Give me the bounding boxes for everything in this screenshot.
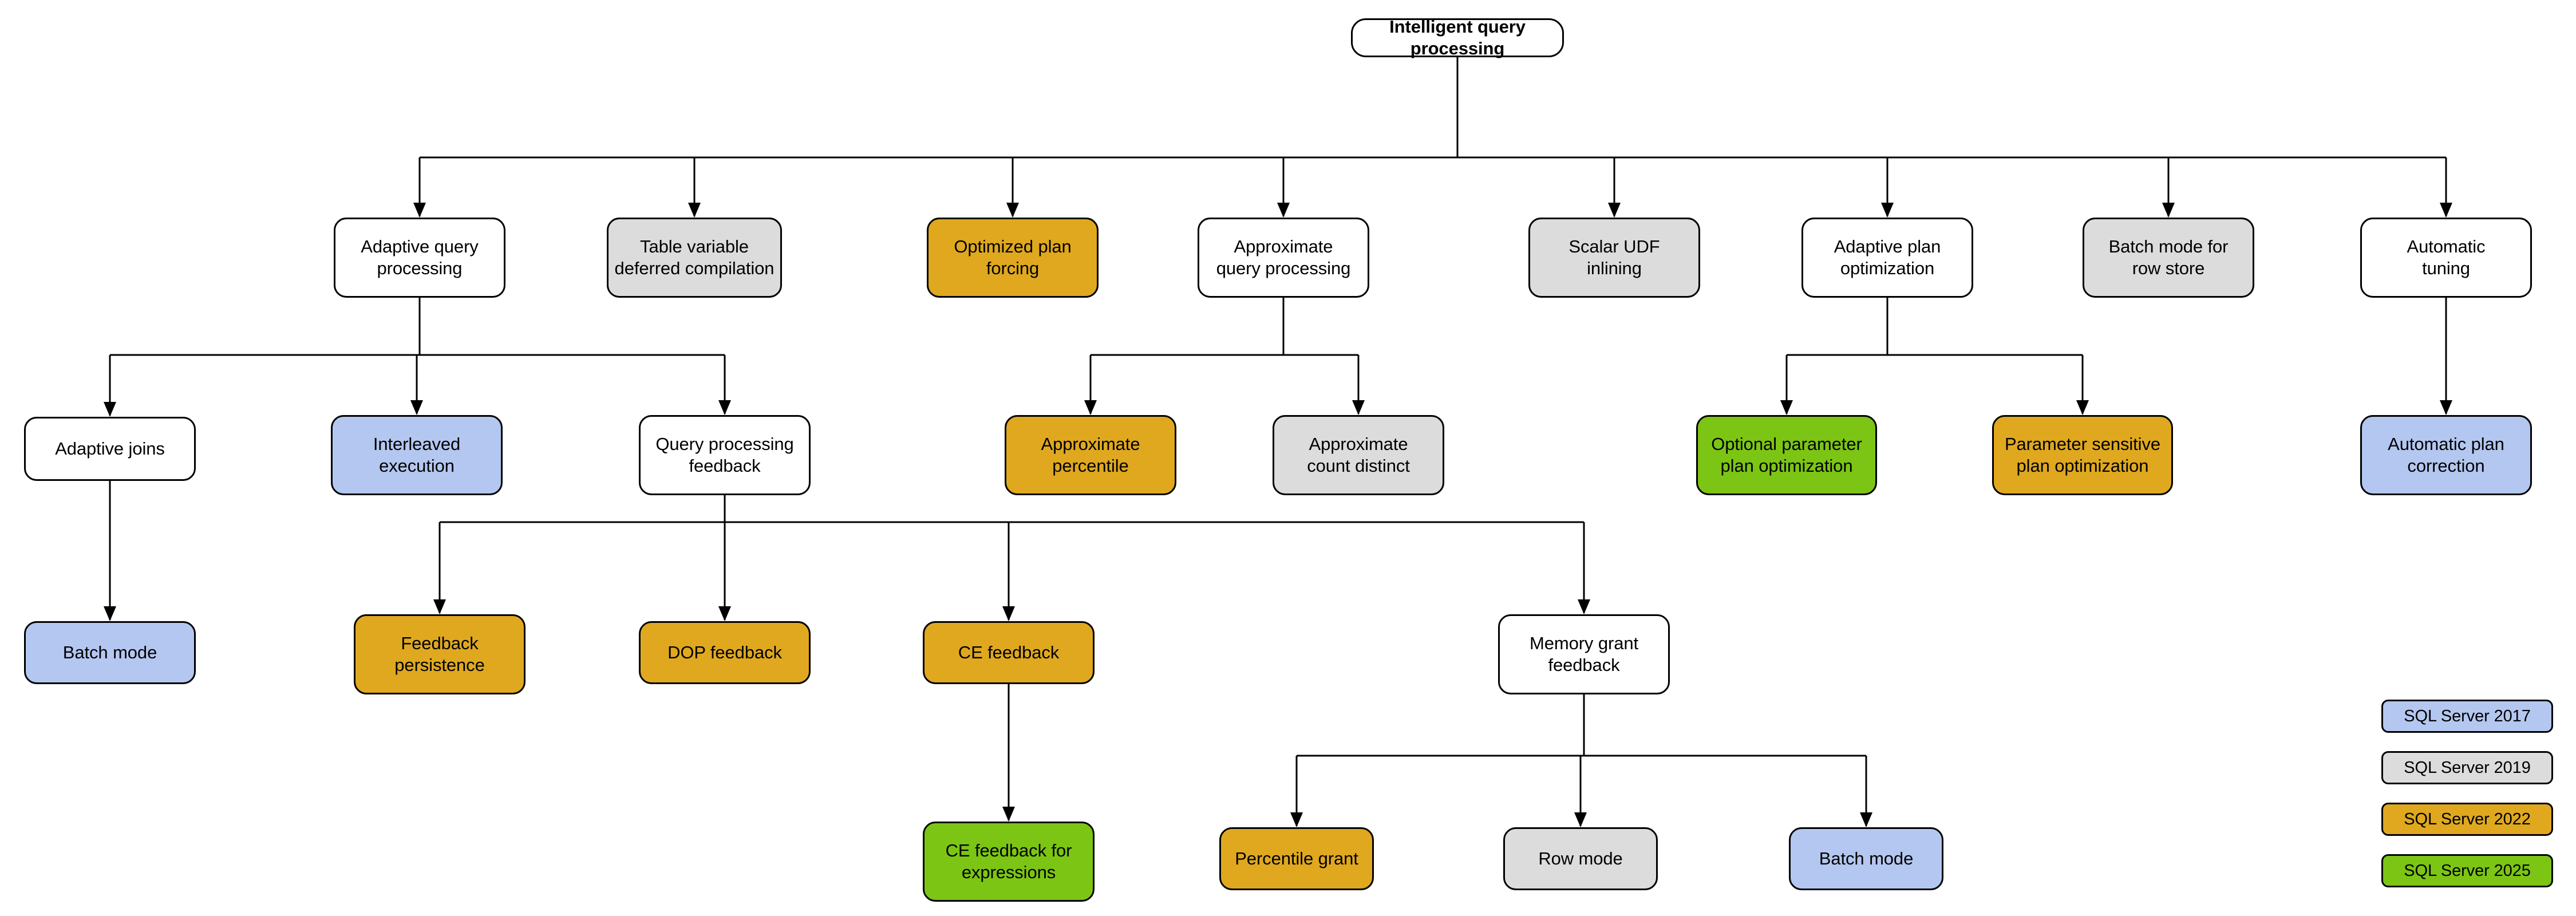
arrowhead-aqp (413, 203, 426, 218)
node-batchmode2[interactable]: Batch mode (1789, 827, 1943, 890)
node-pspo[interactable]: Parameter sensitive plan optimization (1992, 415, 2173, 495)
node-oppo[interactable]: Optional parameter plan optimization (1696, 415, 1877, 495)
node-pctgrant[interactable]: Percentile grant (1219, 827, 1374, 890)
arrowhead-udf (1608, 203, 1621, 218)
node-rowmode[interactable]: Row mode (1503, 827, 1658, 890)
arrowhead-mgfb (1578, 599, 1590, 614)
node-approxcd[interactable]: Approximate count distinct (1273, 415, 1444, 495)
arrowhead-pspo (2076, 400, 2089, 415)
node-approxpct[interactable]: Approximate percentile (1005, 415, 1176, 495)
arrowhead-cefb (1002, 606, 1015, 621)
arrowhead-bmrs (2162, 203, 2175, 218)
node-interleav[interactable]: Interleaved execution (331, 415, 503, 495)
arrowhead-approxqp (1277, 203, 1290, 218)
arrowhead-pctgrant (1290, 812, 1303, 827)
node-qpf[interactable]: Query processing feedback (639, 415, 811, 495)
node-batchmode1[interactable]: Batch mode (24, 621, 196, 684)
arrowhead-adjoins (104, 402, 116, 417)
node-tvdc[interactable]: Table variable deferred compilation (607, 218, 782, 298)
arrowhead-batchmode2 (1860, 812, 1872, 827)
legend-item-sql-server-2025: SQL Server 2025 (2381, 854, 2553, 887)
arrowhead-fbpersist (433, 599, 446, 614)
arrowhead-autotune (2440, 203, 2452, 218)
legend-item-sql-server-2022: SQL Server 2022 (2381, 803, 2553, 836)
arrowhead-apc (2440, 400, 2452, 415)
arrowhead-oppo (1780, 400, 1793, 415)
node-apo[interactable]: Adaptive plan optimization (1801, 218, 1973, 298)
node-approxqp[interactable]: Approximate query processing (1198, 218, 1369, 298)
node-opf[interactable]: Optimized plan forcing (927, 218, 1099, 298)
node-mgfb[interactable]: Memory grant feedback (1498, 614, 1670, 694)
arrowhead-qpf (718, 400, 731, 415)
node-aqp[interactable]: Adaptive query processing (334, 218, 505, 298)
arrowhead-opf (1006, 203, 1019, 218)
legend-item-sql-server-2019: SQL Server 2019 (2381, 751, 2553, 784)
arrowhead-dopfb (718, 606, 731, 621)
legend-item-sql-server-2017: SQL Server 2017 (2381, 700, 2553, 733)
node-root[interactable]: Intelligent query processing (1351, 17, 1564, 58)
arrowhead-rowmode (1574, 812, 1587, 827)
node-dopfb[interactable]: DOP feedback (639, 621, 811, 684)
node-udf[interactable]: Scalar UDF inlining (1528, 218, 1700, 298)
node-bmrs[interactable]: Batch mode for row store (2083, 218, 2254, 298)
node-cefb[interactable]: CE feedback (923, 621, 1095, 684)
node-adjoins[interactable]: Adaptive joins (24, 417, 196, 481)
arrowhead-approxcd (1352, 400, 1365, 415)
arrowhead-tvdc (688, 203, 701, 218)
node-autotune[interactable]: Automatic tuning (2360, 218, 2532, 298)
arrowhead-batchmode1 (104, 606, 116, 621)
arrowhead-interleav (410, 400, 423, 415)
node-fbpersist[interactable]: Feedback persistence (354, 614, 526, 694)
arrowhead-approxpct (1084, 400, 1097, 415)
node-cefbexpr[interactable]: CE feedback for expressions (923, 822, 1095, 902)
arrowhead-apo (1881, 203, 1894, 218)
node-apc[interactable]: Automatic plan correction (2360, 415, 2532, 495)
arrowhead-cefbexpr (1002, 807, 1015, 822)
